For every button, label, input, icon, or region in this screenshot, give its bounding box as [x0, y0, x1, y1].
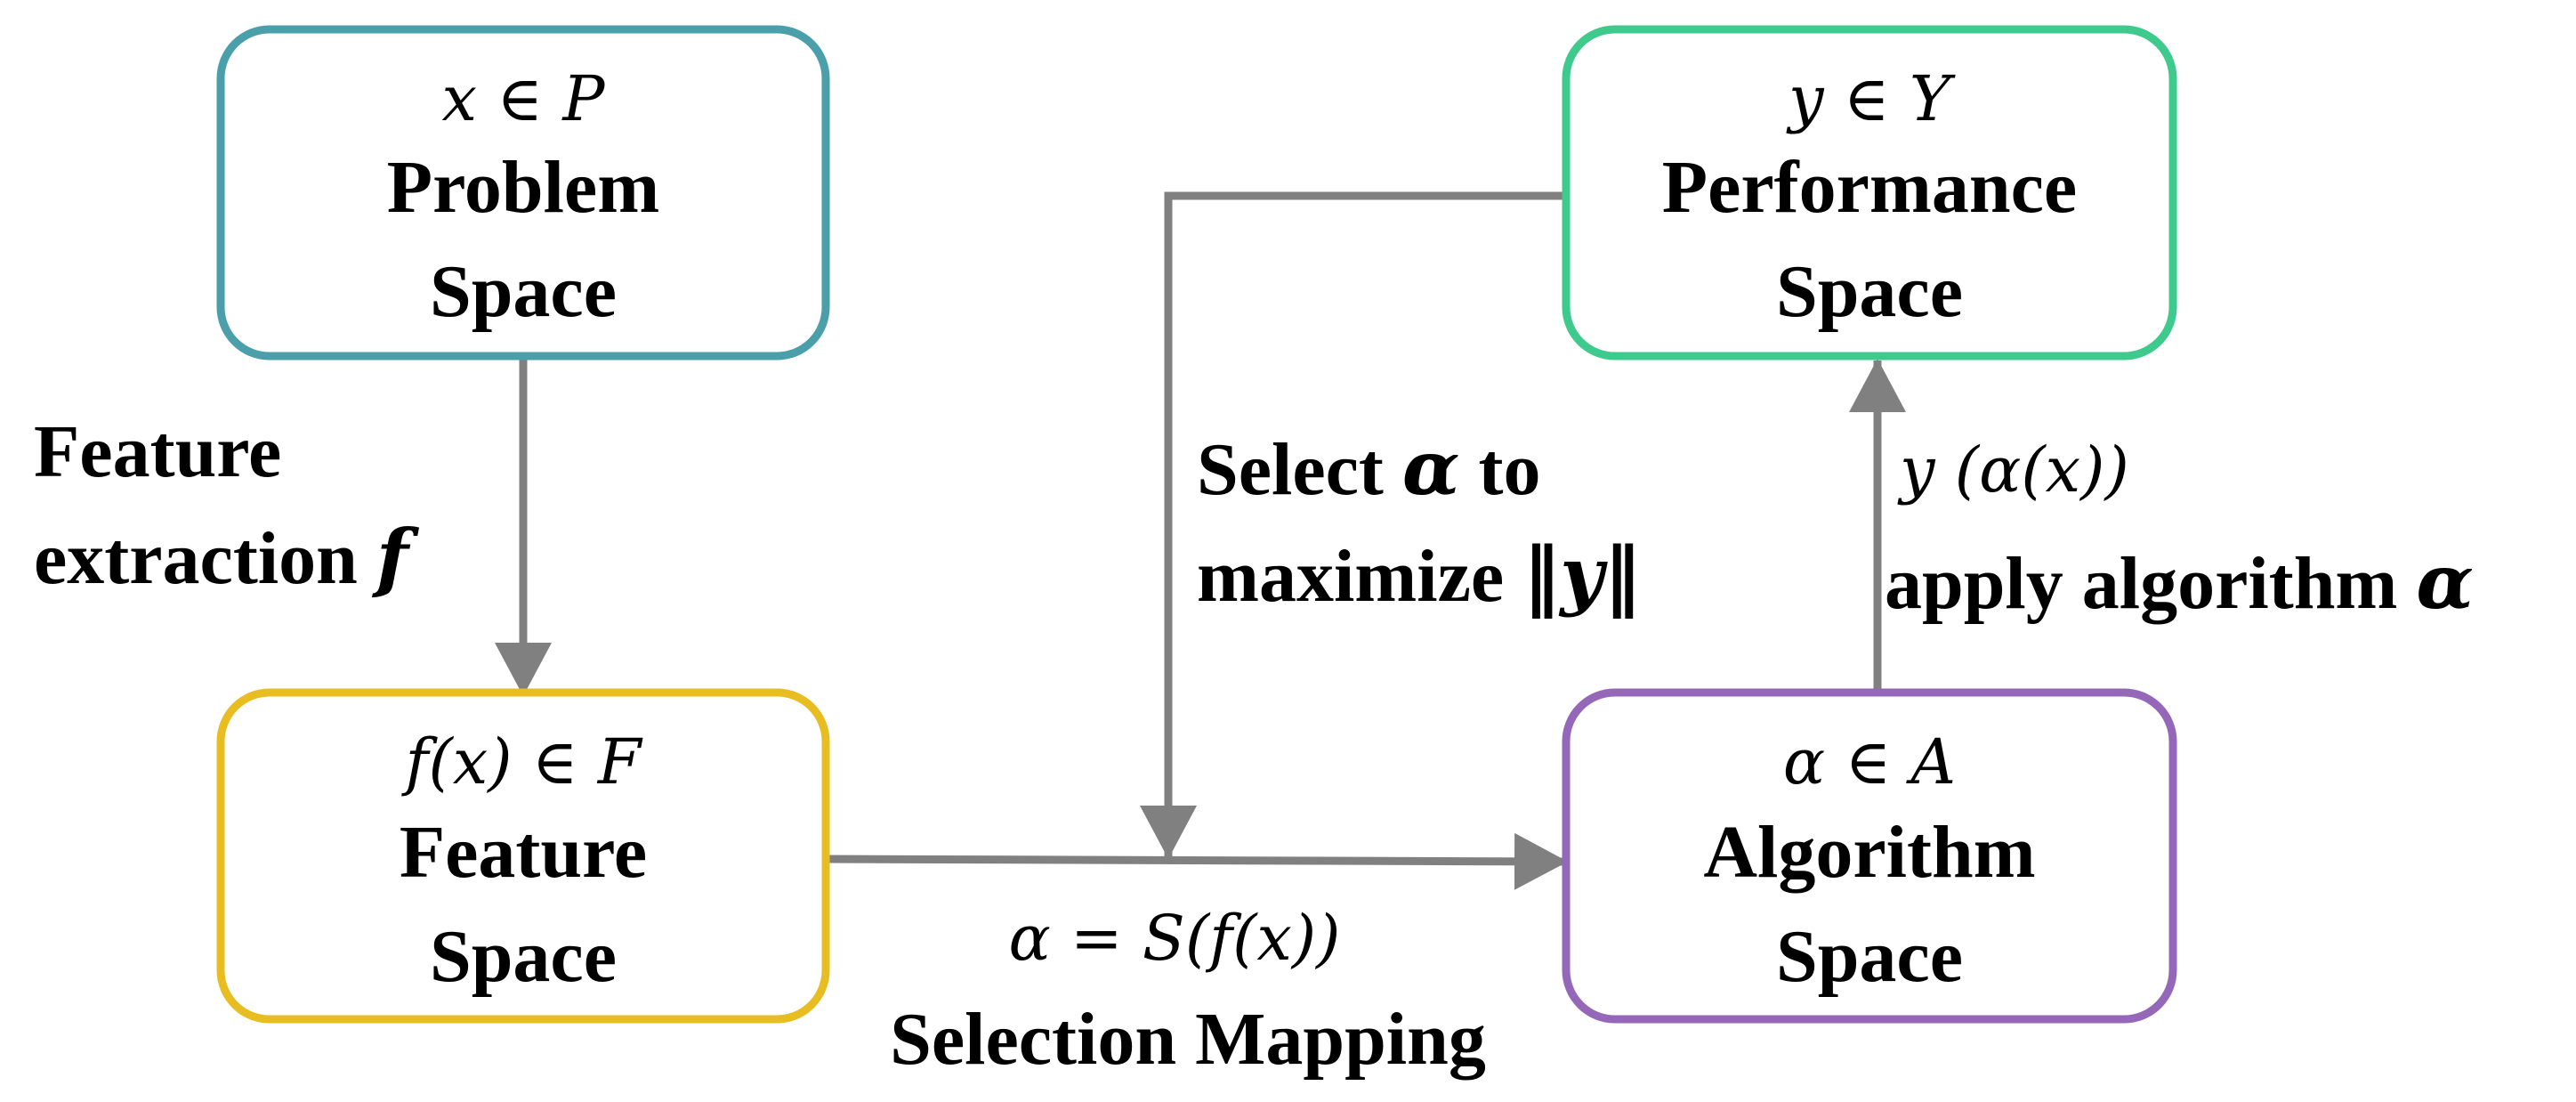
select-label-tail: to	[1460, 428, 1541, 511]
performance-space-node: y ∈ Y Performance Space	[1562, 25, 2177, 361]
apply-algorithm-text: apply algorithm	[1885, 542, 2416, 625]
algorithm-space-math: α ∈ A	[1783, 725, 1956, 798]
feature-extraction-text: extraction	[34, 517, 376, 600]
problem-space-node: x ∈ P Problem Space	[216, 25, 830, 361]
feature-space-math: f(x) ∈ F	[401, 725, 643, 798]
feature-space-title-line2: Space	[430, 915, 617, 998]
maximize-norm: ‖y‖	[1522, 531, 1641, 620]
apply-algorithm-label: y (α(x)) apply algorithm α	[1885, 434, 2474, 626]
apply-algorithm-math: y (α(x))	[1897, 434, 2129, 506]
algorithm-space-node: α ∈ A Algorithm Space	[1562, 688, 2177, 1024]
select-label-text: Select	[1197, 428, 1402, 511]
apply-algorithm-symbol: α	[2416, 538, 2474, 626]
performance-space-title-line2: Space	[1776, 250, 1963, 333]
feature-extraction-symbol: f	[372, 513, 420, 601]
problem-space-math: x ∈ P	[442, 62, 607, 135]
select-label-symbol: α	[1402, 424, 1460, 512]
algorithm-space-box	[1562, 688, 2177, 1024]
problem-space-title-line2: Space	[430, 250, 617, 333]
select-label-line2: maximize ‖y‖	[1197, 531, 1641, 620]
performance-space-title-line1: Performance	[1662, 146, 2077, 229]
algorithm-space-title-line1: Algorithm	[1703, 811, 2035, 894]
select-label: Select α to maximize ‖y‖	[1197, 424, 1641, 620]
feature-extraction-label: Feature extraction f	[34, 410, 420, 601]
feature-space-title-line1: Feature	[400, 811, 647, 894]
feature-extraction-line1: Feature	[34, 410, 281, 493]
problem-space-title-line1: Problem	[387, 146, 659, 229]
select-label-line1: Select α to	[1197, 424, 1541, 512]
feature-space-box	[216, 688, 830, 1024]
connectors	[495, 191, 1906, 890]
algorithm-space-title-line2: Space	[1776, 915, 1963, 998]
selection-mapping-text: Selection Mapping	[890, 998, 1486, 1081]
apply-algorithm-line: apply algorithm α	[1885, 538, 2474, 626]
selection-mapping-math: α = S(f(x))	[1008, 902, 1340, 975]
feature-extraction-line2: extraction f	[34, 513, 420, 601]
arrow-feature-to-algorithm	[822, 832, 1568, 890]
feature-space-node: f(x) ∈ F Feature Space	[216, 688, 830, 1024]
problem-space-box	[216, 25, 830, 361]
performance-space-box	[1562, 25, 2177, 361]
performance-space-math: y ∈ Y	[1786, 62, 1956, 135]
maximize-text: maximize	[1197, 535, 1522, 618]
selection-mapping-label: α = S(f(x)) Selection Mapping	[890, 902, 1486, 1081]
arrow-performance-to-selection	[1140, 191, 1569, 859]
